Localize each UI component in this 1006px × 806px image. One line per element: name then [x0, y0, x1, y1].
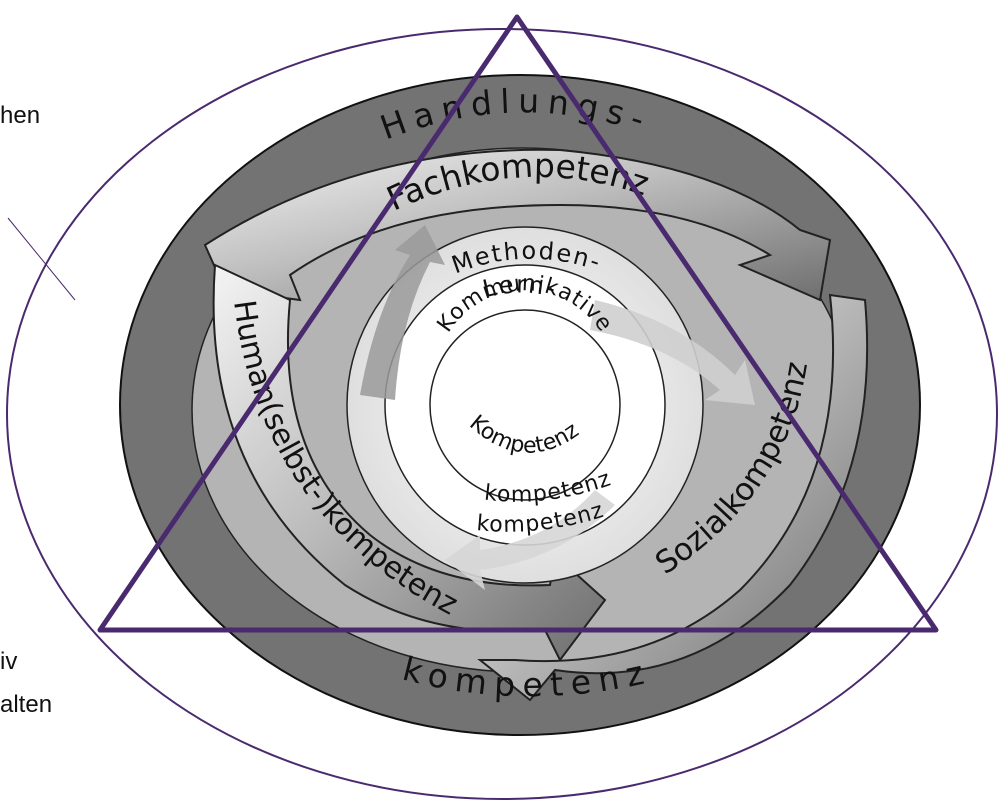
competence-diagram: Handlungs- kompetenz Fachkompetenz Human… [0, 0, 1006, 806]
